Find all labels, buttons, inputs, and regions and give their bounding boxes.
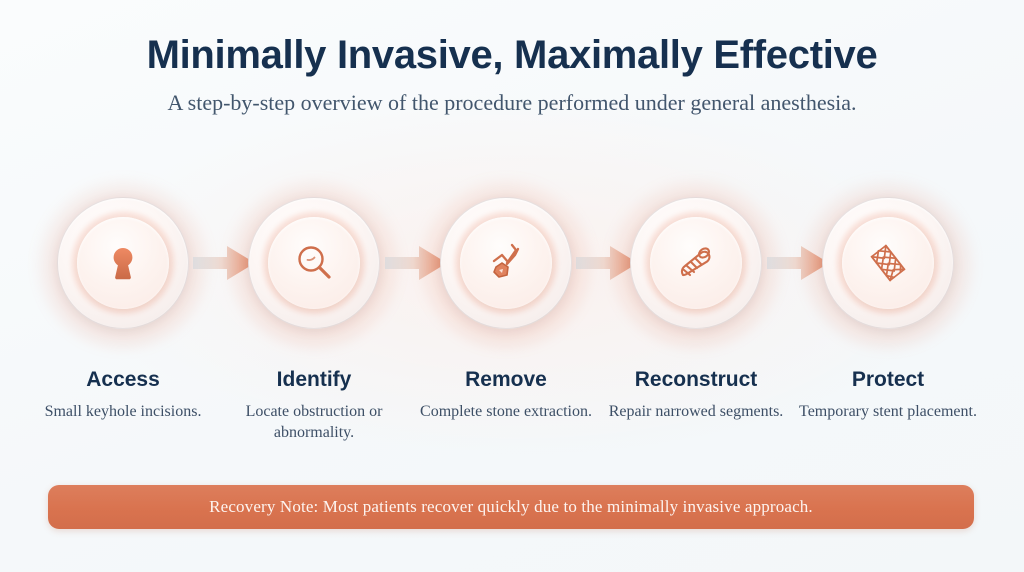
step-node-access[interactable] (35, 175, 211, 351)
step-captions-row: Access Small keyhole incisions. Identify… (45, 368, 977, 458)
caption-protect: Protect Temporary stent placement. (795, 368, 981, 422)
step-label: Remove (465, 368, 547, 391)
step-description: Complete stone extraction. (420, 403, 592, 421)
node-inner-disc (650, 217, 742, 309)
node-inner-disc (77, 217, 169, 309)
node-inner-disc (842, 217, 934, 309)
step-node-protect[interactable] (800, 175, 976, 351)
step-label: Reconstruct (634, 368, 758, 391)
caption-identify: Identify Locate obstruction or abnormali… (221, 368, 407, 443)
process-steps-row (35, 175, 976, 351)
recovery-note-text: Recovery Note: Most patients recover qui… (209, 497, 813, 516)
recovery-note-banner: Recovery Note: Most patients recover qui… (48, 485, 974, 529)
step-description: Small keyhole incisions. (44, 403, 202, 421)
step-node-reconstruct[interactable] (608, 175, 784, 351)
caption-reconstruct: Reconstruct Repair narrowed segments. (603, 368, 789, 422)
step-description: Repair narrowed segments. (608, 403, 784, 421)
caption-access: Access Small keyhole incisions. (30, 368, 216, 422)
step-label: Access (86, 368, 160, 391)
magnifier-icon (290, 239, 338, 287)
stent-mesh-icon (864, 239, 912, 287)
node-inner-disc (460, 217, 552, 309)
step-label: Identify (276, 368, 352, 391)
step-description: Locate obstruction or abnormality. (245, 403, 383, 442)
arrow-right-icon (765, 240, 831, 286)
node-inner-disc (268, 217, 360, 309)
sutured-vessel-icon (672, 239, 720, 287)
header: Minimally Invasive, Maximally Effective … (0, 34, 1024, 117)
step-description: Temporary stent placement. (799, 403, 977, 421)
step-label: Protect (851, 368, 925, 391)
caption-remove: Remove Complete stone extraction. (413, 368, 599, 422)
step-node-identify[interactable] (226, 175, 402, 351)
arrow-right-icon (574, 240, 640, 286)
forceps-stone-icon (482, 239, 530, 287)
keyhole-icon (99, 239, 147, 287)
arrow-right-icon (383, 240, 449, 286)
page-title: Minimally Invasive, Maximally Effective (146, 33, 878, 77)
arrow-right-icon (191, 240, 257, 286)
step-node-remove[interactable] (418, 175, 594, 351)
page-subtitle: A step-by-step overview of the procedure… (167, 90, 857, 116)
